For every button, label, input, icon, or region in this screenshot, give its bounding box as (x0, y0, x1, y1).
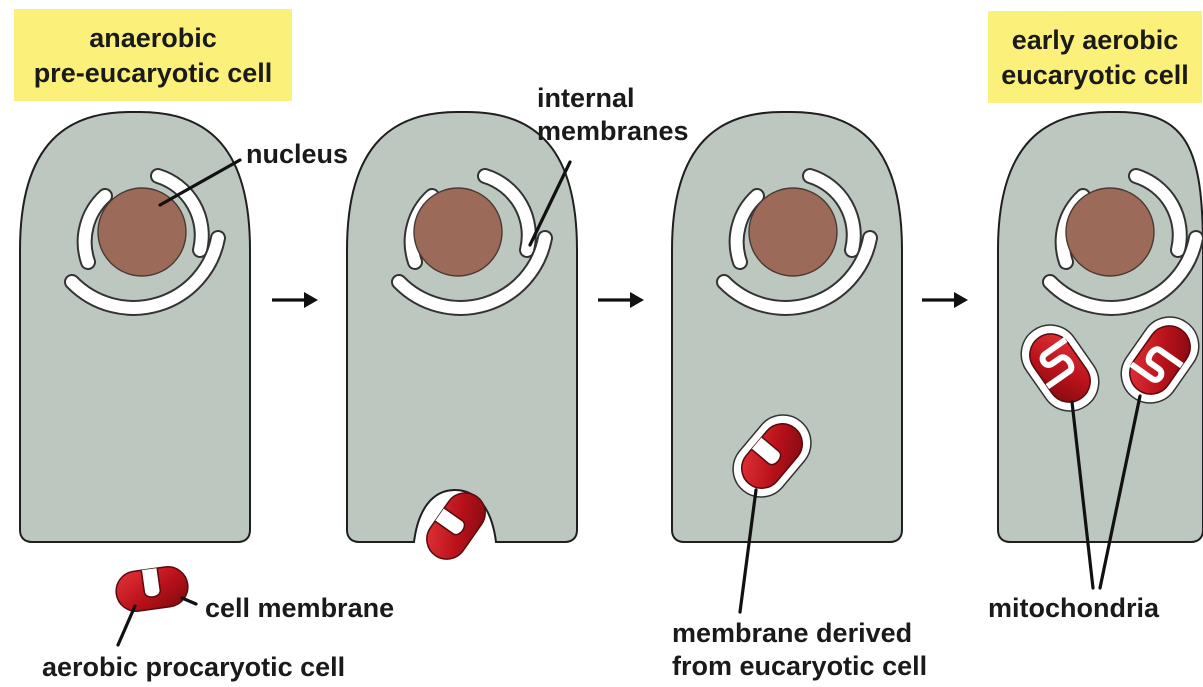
title-box-right: early aerobic eucaryotic cell (988, 11, 1202, 103)
leader-cell-membrane (182, 598, 196, 604)
label-membrane-derived-1: membrane derived (672, 618, 912, 648)
label-internal-membranes-1: internal (537, 83, 635, 113)
title-left-line2: pre-eucaryotic cell (34, 58, 273, 88)
nucleus-3 (749, 188, 837, 276)
arrow-3 (922, 292, 968, 308)
label-internal-membranes-2: membranes (537, 116, 689, 146)
cell-3-internalized (672, 112, 902, 542)
label-mitochondria: mitochondria (988, 593, 1160, 623)
title-left-line1: anaerobic (89, 23, 217, 53)
label-nucleus: nucleus (246, 139, 348, 169)
title-right-line1: early aerobic (1012, 25, 1179, 55)
title-box-left: anaerobic pre-eucaryotic cell (14, 9, 292, 101)
nucleus-1 (98, 188, 186, 276)
nucleus-4 (1066, 188, 1154, 276)
label-cell-membrane: cell membrane (205, 593, 394, 623)
cell-2-engulfing (347, 112, 577, 567)
aerobic-procaryote (114, 564, 191, 614)
cell-1-anaerobic (20, 112, 250, 542)
arrow-1 (272, 292, 318, 308)
leader-aerobic-procaryote (118, 606, 135, 645)
label-membrane-derived-2: from eucaryotic cell (672, 651, 927, 681)
cell-4-aerobic (998, 112, 1203, 542)
label-aerobic-procaryotic-cell: aerobic procaryotic cell (42, 652, 345, 682)
arrow-2 (598, 292, 644, 308)
nucleus-2 (414, 188, 502, 276)
title-right-line2: eucaryotic cell (1001, 60, 1189, 90)
